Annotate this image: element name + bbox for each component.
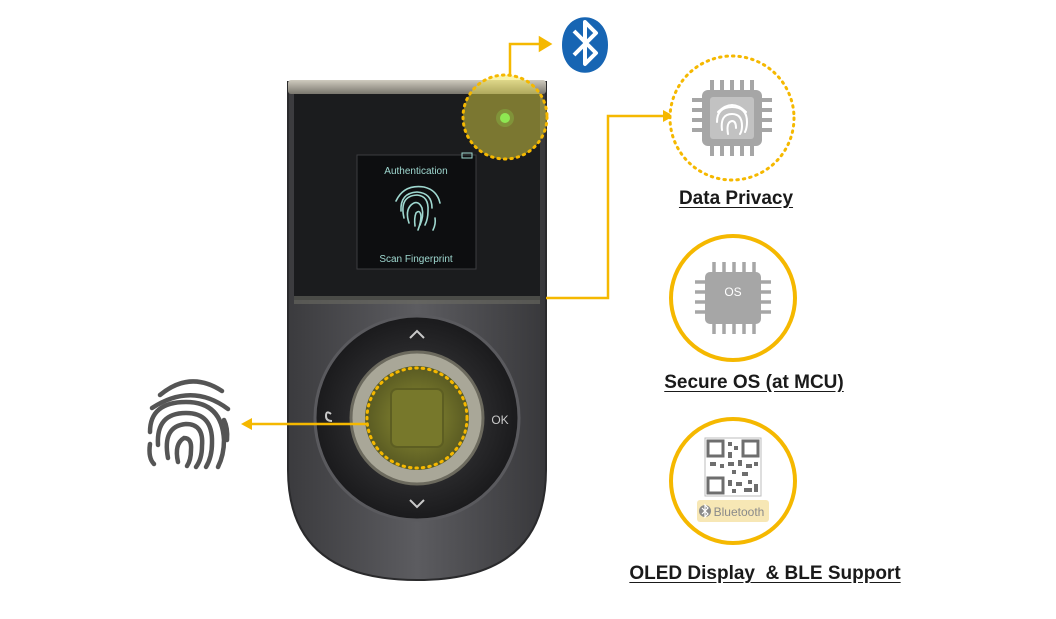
up-button[interactable] [409, 329, 425, 339]
qr-badge-text: Bluetooth [714, 505, 765, 519]
chip-os-text: OS [724, 285, 741, 299]
bluetooth-icon [562, 17, 608, 73]
screen-fingerprint-icon [395, 185, 441, 231]
chip-fingerprint-icon [692, 80, 772, 156]
down-button[interactable] [409, 499, 425, 509]
features-connector [546, 110, 674, 300]
led-highlight [461, 73, 549, 161]
feature-label-oled-ble: OLED Display & BLE Support [629, 563, 901, 584]
screen-subtitle: Scan Fingerprint [379, 254, 453, 265]
qr-bluetooth-mini-icon [699, 503, 711, 519]
qr-code-icon [704, 437, 762, 497]
bluetooth-connector [508, 35, 553, 76]
navigation-ring [313, 314, 521, 522]
ok-button[interactable]: OK [491, 413, 508, 427]
feature-label-data-privacy: Data Privacy [678, 188, 794, 209]
back-button[interactable] [324, 411, 333, 422]
fingerprint-icon [147, 379, 231, 470]
screen-title: Authentication [384, 166, 447, 177]
fingerprint-connector [241, 418, 366, 430]
chip-os-icon: OS [695, 262, 771, 334]
feature-label-secure-os: Secure OS (at MCU) [664, 372, 844, 393]
